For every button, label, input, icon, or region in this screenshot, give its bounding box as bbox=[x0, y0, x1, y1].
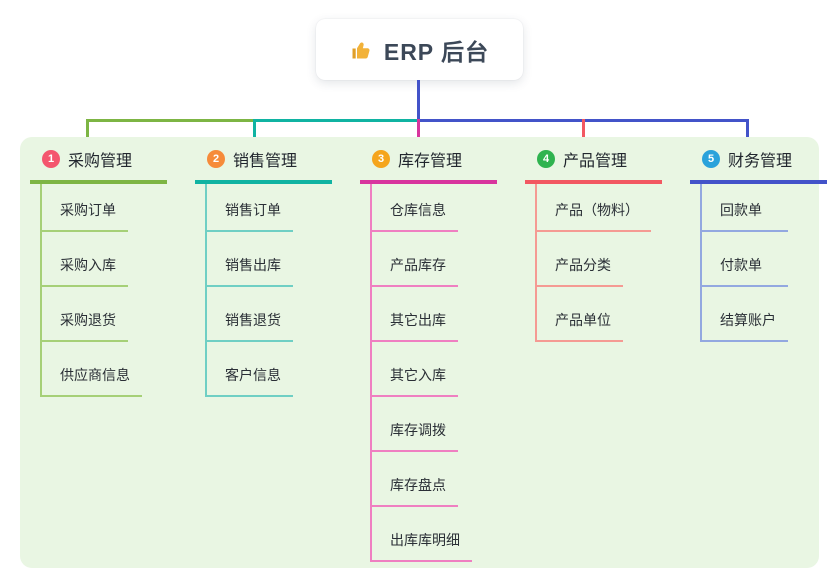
branch-2: 2 销售管理销售订单销售出库销售退货客户信息 bbox=[195, 145, 332, 397]
branch-items: 采购订单采购入库采购退货供应商信息 bbox=[40, 184, 167, 397]
branch-item-label: 产品分类 bbox=[555, 257, 611, 273]
branch-header-1[interactable]: 1 采购管理 bbox=[30, 145, 167, 184]
branch-badge: 3 bbox=[372, 150, 390, 168]
branch-header-4[interactable]: 4 产品管理 bbox=[525, 145, 662, 184]
branch-items: 产品（物料） 产品分类产品单位 bbox=[535, 184, 662, 342]
branch-item-label: 付款单 bbox=[720, 257, 762, 273]
branch-1: 1 采购管理采购订单采购入库采购退货供应商信息 bbox=[30, 145, 167, 397]
branch-item[interactable]: 客户信息 bbox=[207, 342, 293, 397]
branch-label: 产品管理 bbox=[563, 153, 628, 170]
branch-item-label: 回款单 bbox=[720, 202, 762, 218]
branch-item[interactable]: 采购入库 bbox=[42, 232, 128, 287]
branch-item[interactable]: 出库库明细 bbox=[372, 507, 472, 562]
branch-drop-line bbox=[417, 119, 420, 148]
branch-item-label: 采购入库 bbox=[60, 257, 116, 273]
branch-item[interactable]: 付款单 bbox=[702, 232, 788, 287]
root-title: ERP 后台 bbox=[383, 38, 490, 65]
branch-header-3[interactable]: 3 库存管理 bbox=[360, 145, 497, 184]
branch-5: 5 财务管理回款单付款单结算账户 bbox=[690, 145, 827, 342]
branch-drop-line bbox=[746, 119, 749, 148]
branch-item-label: 库存调拨 bbox=[390, 422, 446, 438]
branch-item-label: 采购订单 bbox=[60, 202, 116, 218]
branch-badge: 1 bbox=[42, 150, 60, 168]
branch-item-label: 其它出库 bbox=[390, 312, 446, 328]
branch-item[interactable]: 其它入库 bbox=[372, 342, 458, 397]
branch-item-label: 产品库存 bbox=[390, 257, 446, 273]
branch-item-label: 客户信息 bbox=[225, 367, 281, 383]
branch-label: 库存管理 bbox=[398, 153, 463, 170]
branch-drop-line bbox=[582, 119, 585, 148]
branch-4: 4 产品管理产品（物料） 产品分类产品单位 bbox=[525, 145, 662, 342]
root-node[interactable]: ERP 后台 bbox=[316, 19, 523, 80]
branch-header-2[interactable]: 2 销售管理 bbox=[195, 145, 332, 184]
branch-item[interactable]: 供应商信息 bbox=[42, 342, 142, 397]
branch-label: 采购管理 bbox=[68, 153, 133, 170]
branch-items: 仓库信息产品库存其它出库其它入库库存调拨库存盘点出库库明细 bbox=[370, 184, 497, 562]
branch-item-label: 结算账户 bbox=[720, 312, 776, 328]
branch-item-label: 出库库明细 bbox=[390, 532, 460, 548]
branch-items: 销售订单销售出库销售退货客户信息 bbox=[205, 184, 332, 397]
branch-badge: 2 bbox=[207, 150, 225, 168]
branch-item[interactable]: 产品分类 bbox=[537, 232, 623, 287]
branch-item[interactable]: 产品库存 bbox=[372, 232, 458, 287]
branch-item-label: 销售订单 bbox=[225, 202, 281, 218]
branch-item-label: 销售出库 bbox=[225, 257, 281, 273]
branch-item[interactable]: 结算账户 bbox=[702, 287, 788, 342]
branch-item-label: 产品单位 bbox=[555, 312, 611, 328]
branch-item[interactable]: 产品单位 bbox=[537, 287, 623, 342]
branch-item[interactable]: 销售出库 bbox=[207, 232, 293, 287]
branch-item[interactable]: 销售退货 bbox=[207, 287, 293, 342]
branch-label: 销售管理 bbox=[233, 153, 298, 170]
branch-item-label: 供应商信息 bbox=[60, 367, 130, 383]
branch-item-label: 库存盘点 bbox=[390, 477, 446, 493]
branch-label: 财务管理 bbox=[728, 153, 793, 170]
branch-item-label: 采购退货 bbox=[60, 312, 116, 328]
branch-item[interactable]: 销售订单 bbox=[207, 184, 293, 232]
branch-badge: 5 bbox=[702, 150, 720, 168]
thumbs-up-icon bbox=[350, 38, 374, 62]
branch-items: 回款单付款单结算账户 bbox=[700, 184, 827, 342]
branch-item-label: 其它入库 bbox=[390, 367, 446, 383]
branch-item[interactable]: 仓库信息 bbox=[372, 184, 458, 232]
branch-drop-line bbox=[86, 119, 89, 148]
branch-item[interactable]: 回款单 bbox=[702, 184, 788, 232]
branch-badge: 4 bbox=[537, 150, 555, 168]
branch-header-5[interactable]: 5 财务管理 bbox=[690, 145, 827, 184]
branch-3: 3 库存管理仓库信息产品库存其它出库其它入库库存调拨库存盘点出库库明细 bbox=[360, 145, 497, 562]
branch-item[interactable]: 采购订单 bbox=[42, 184, 128, 232]
root-trunk-line bbox=[417, 80, 420, 119]
branch-item-label: 仓库信息 bbox=[390, 202, 446, 218]
branch-item-label: 产品（物料） bbox=[555, 202, 639, 218]
branch-item[interactable]: 其它出库 bbox=[372, 287, 458, 342]
bus-line-segment bbox=[253, 119, 420, 122]
branch-item[interactable]: 库存调拨 bbox=[372, 397, 458, 452]
branch-item-label: 销售退货 bbox=[225, 312, 281, 328]
branch-drop-line bbox=[253, 119, 256, 148]
branches-panel: 1 采购管理采购订单采购入库采购退货供应商信息 2 销售管理销售订单销售出库销售退货客… bbox=[20, 137, 827, 568]
bus-line-segment bbox=[86, 119, 256, 122]
branch-item[interactable]: 采购退货 bbox=[42, 287, 128, 342]
branch-item[interactable]: 产品（物料） bbox=[537, 184, 651, 232]
branch-item[interactable]: 库存盘点 bbox=[372, 452, 458, 507]
